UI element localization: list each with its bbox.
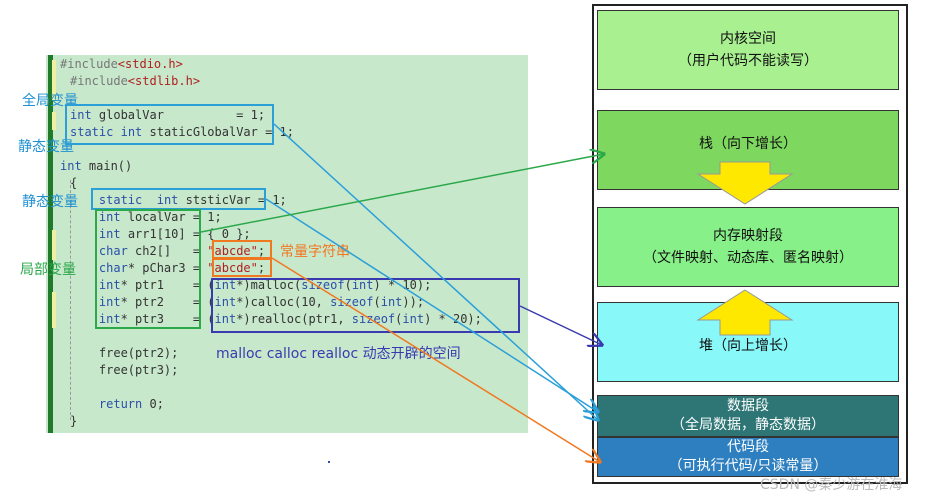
code-line: #include<stdlib.h> xyxy=(70,74,201,88)
segment-stack-title: 栈（向下增长） xyxy=(699,136,797,152)
arrow-static-to-data xyxy=(265,198,598,412)
label-global-var: 全局变量 xyxy=(22,93,78,109)
code-line: int globalVar = 1; xyxy=(70,108,266,122)
indent-guide xyxy=(70,180,71,420)
code-gutter xyxy=(48,55,53,433)
segment-data-note: （全局数据，静态数据） xyxy=(671,417,825,433)
code-line: int main() xyxy=(60,159,133,173)
code-line: static int ststicVar = 1; xyxy=(98,193,287,207)
arrow-global-to-data xyxy=(273,123,598,420)
code-line: static int staticGlobalVar = 1; xyxy=(70,125,294,139)
gutter-highlight xyxy=(52,292,56,328)
label-static-var-1: 静态变量 xyxy=(18,139,74,155)
label-static-var-2: 静态变量 xyxy=(22,194,78,210)
code-panel xyxy=(46,55,528,433)
box-dynamic-alloc xyxy=(211,278,520,333)
code-line: int* ptr1 = (int*)malloc(sizeof(int) * 1… xyxy=(98,278,432,292)
segment-text-title: 代码段 xyxy=(727,439,769,455)
segment-kernel-title: 内核空间 xyxy=(720,31,776,47)
code-line: #include<stdio.h> xyxy=(60,57,183,71)
segment-mmap-note: （文件映射、动态库、匿名映射） xyxy=(643,250,853,266)
code-line: char* pChar3 = "abcde"; xyxy=(98,261,266,275)
heap-growth-arrow xyxy=(696,289,794,336)
segment-kernel-note: （用户代码不能读写） xyxy=(678,53,818,69)
gutter-highlight xyxy=(52,230,56,260)
code-line: int arr1[10] = { 0 }; xyxy=(98,227,251,241)
box-local-vars xyxy=(95,209,201,329)
segment-data-title: 数据段 xyxy=(727,398,769,414)
arrow-dynamic-to-heap xyxy=(519,305,602,345)
arrow-local-to-stack xyxy=(200,154,604,233)
code-line: return 0; xyxy=(98,397,164,411)
segment-data: 数据段 （全局数据，静态数据） xyxy=(597,395,899,437)
box-string-pchar3 xyxy=(212,258,272,277)
segment-heap-title: 堆（向上增长） xyxy=(699,338,797,354)
segment-text-note: （可执行代码/只读常量） xyxy=(668,458,828,474)
segment-mmap-title: 内存映射段 xyxy=(713,228,783,244)
code-line: int* ptr2 = (int*)calloc(10, sizeof(int)… xyxy=(98,295,425,309)
arrow-string-to-text xyxy=(271,257,600,462)
code-line: int localVar = 1; xyxy=(98,210,222,224)
segment-kernel: 内核空间 （用户代码不能读写） xyxy=(597,10,899,90)
gutter-highlight xyxy=(52,112,56,130)
code-line: free(ptr3); xyxy=(70,363,179,377)
code-line: int* ptr3 = (int*)realloc(ptr1, sizeof(i… xyxy=(98,312,482,326)
stack-growth-arrow xyxy=(696,161,794,205)
code-line: { xyxy=(70,176,78,190)
label-local-var: 局部变量 xyxy=(20,262,76,278)
code-line: free(ptr2); xyxy=(70,346,179,360)
code-line: } xyxy=(70,414,78,428)
gutter-highlight xyxy=(52,60,56,100)
segment-mmap: 内存映射段 （文件映射、动态库、匿名映射） xyxy=(597,207,899,287)
watermark: CSDN @秦少游在淮海 xyxy=(760,477,903,493)
code-line: char ch2[] = "abcde"; xyxy=(98,244,266,258)
stray-dot xyxy=(328,461,330,463)
label-const-string: 常量字符串 xyxy=(280,244,350,260)
segment-text: 代码段 （可执行代码/只读常量） xyxy=(597,437,899,477)
label-dynamic-alloc: malloc calloc realloc 动态开辟的空间 xyxy=(216,346,461,362)
box-global-static-vars xyxy=(65,104,274,145)
